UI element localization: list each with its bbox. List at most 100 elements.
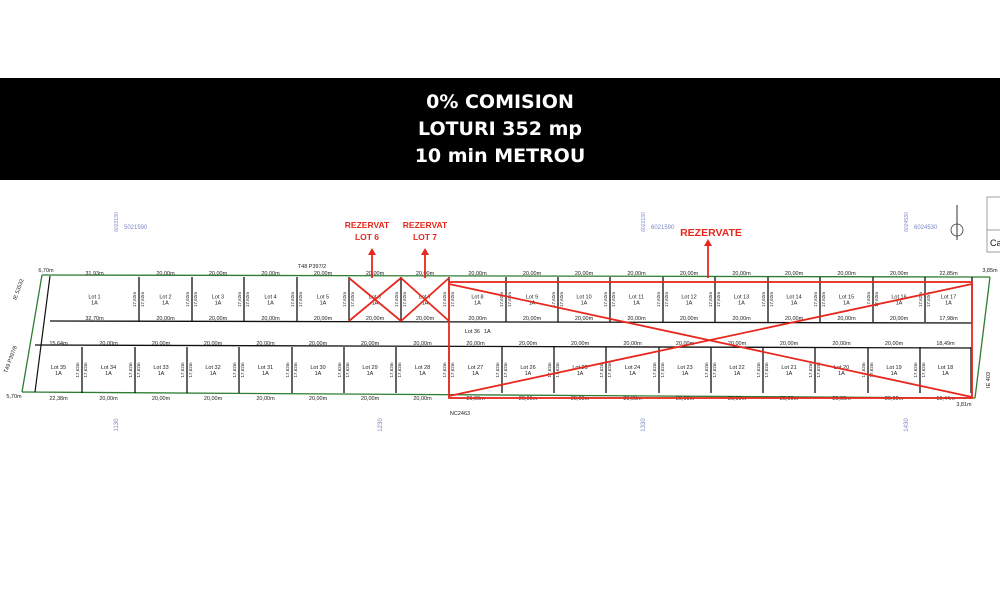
dimension-label: 20,00m (837, 316, 856, 322)
west-boundary (21, 274, 43, 393)
dimension-label: 20,00m (261, 271, 280, 277)
side-dimension: 17,62m (442, 362, 447, 377)
side-dimension: 17,62m (821, 292, 826, 307)
dimension-label: 20,00m (623, 396, 642, 402)
lot-area: 1A (629, 371, 636, 377)
top-row-back-line (49, 320, 973, 324)
side-dimension: 17,62m (555, 362, 560, 377)
reserved-area-diagonal (448, 283, 973, 397)
side-dimension: 17,62m (285, 362, 290, 377)
side-dimension: 17,62m (599, 362, 604, 377)
north-arrow-icon (950, 223, 964, 237)
lot-label: Lot 7 (419, 295, 431, 301)
edge-dimension: 3,81m (956, 402, 972, 408)
lot-area: 1A (734, 371, 741, 377)
side-dimension: 17,62m (559, 292, 564, 307)
lot-label: Lot 33 (153, 365, 168, 371)
dimension-label: 20,00m (780, 341, 799, 347)
lot-label: Lot 19 (886, 365, 901, 371)
dimension-label: 20,00m (468, 316, 487, 322)
side-dimension: 17,62m (547, 362, 552, 377)
lot-label: Lot 31 (258, 365, 273, 371)
lot-area: 1A (838, 371, 845, 377)
dimension-label: 20,00m (413, 341, 432, 347)
road-lot-area: 1A (484, 329, 491, 335)
side-dimension: 17,62m (704, 362, 709, 377)
lot-label: Lot 34 (101, 365, 116, 371)
reserved-cross-lot7 (400, 277, 450, 322)
lot-area: 1A (372, 301, 379, 307)
side-dimension: 17,62m (394, 292, 399, 307)
side-dimension: 17,62m (551, 292, 556, 307)
side-dimension: 17,62m (188, 362, 193, 377)
dimension-label: 20,00m (413, 396, 432, 402)
side-dimension: 17,62m (716, 292, 721, 307)
south-boundary (21, 391, 972, 399)
dimension-label: 20,00m (571, 341, 590, 347)
dimension-label: 20,00m (732, 271, 751, 277)
north-boundary (41, 274, 973, 278)
lot-area: 1A (472, 371, 479, 377)
dimension-label: 20,00m (575, 271, 594, 277)
dimension-label: 20,00m (204, 396, 223, 402)
side-dimension: 17,62m (918, 292, 923, 307)
side-dimension: 17,62m (450, 292, 455, 307)
side-dimension: 17,62m (866, 292, 871, 307)
dimension-label: 20,00m (261, 316, 280, 322)
lot-area: 1A (786, 371, 793, 377)
dimension-label: 20,00m (571, 396, 590, 402)
side-dimension: 17,62m (607, 362, 612, 377)
dimension-label: 20,00m (466, 396, 485, 402)
lot-37-line (34, 275, 51, 393)
lot-label: Lot 5 (317, 295, 329, 301)
lot-area: 1A (422, 301, 429, 307)
dimension-label: 20,00m (676, 341, 695, 347)
dimension-label: 15,64m (49, 341, 68, 347)
dimension-label: 22,85m (939, 271, 958, 277)
dimension-label: 20,00m (890, 316, 909, 322)
reserved-arrow-lot6 (368, 248, 376, 255)
lot-area: 1A (633, 301, 640, 307)
side-dimension: 17,62m (495, 362, 500, 377)
dimension-label: 20,00m (314, 271, 333, 277)
lot-area: 1A (158, 371, 165, 377)
dimension-label: 20,00m (732, 316, 751, 322)
dimension-label: 20,00m (256, 341, 275, 347)
side-dimension: 17,62m (712, 362, 717, 377)
lot-area: 1A (267, 301, 274, 307)
lot-area: 1A (942, 371, 949, 377)
lot-label: Lot 35 (51, 365, 66, 371)
side-dimension: 17,62m (389, 362, 394, 377)
side-dimension: 17,62m (128, 362, 133, 377)
lot-label: Lot 23 (677, 365, 692, 371)
side-dimension: 17,62m (603, 292, 608, 307)
lot-area: 1A (891, 371, 898, 377)
edge-dimension: 3,85m (982, 268, 998, 274)
lot-area: 1A (105, 371, 112, 377)
dimension-label: 20,00m (519, 341, 538, 347)
lot-area: 1A (843, 301, 850, 307)
dimension-label: 20,00m (209, 271, 228, 277)
reserved-arrow-group (704, 239, 712, 246)
lot-area: 1A (791, 301, 798, 307)
grid-label: 6024530 (914, 225, 938, 231)
lot-label: Lot 15 (839, 295, 854, 301)
side-dimension: 17,62m (237, 292, 242, 307)
road-label: T48 P397/2 (298, 264, 326, 270)
dimension-label: 20,00m (627, 271, 646, 277)
side-dimension: 17,62m (240, 362, 245, 377)
dimension-label: 20,00m (728, 396, 747, 402)
lot-label: Lot 18 (938, 365, 953, 371)
side-dimension: 17,62m (185, 292, 190, 307)
dimension-label: 20,00m (99, 341, 118, 347)
lot-area: 1A (262, 371, 269, 377)
neighbor-label: IE 53532 (12, 278, 25, 301)
reserved-area-outline (448, 281, 973, 399)
lot-area: 1A (682, 371, 689, 377)
dimension-label: 20,00m (885, 341, 904, 347)
dimension-label: 20,00m (314, 316, 333, 322)
dimension-label: 20,00m (623, 341, 642, 347)
dimension-label: 20,00m (156, 316, 175, 322)
dimension-label: 20,00m (785, 271, 804, 277)
